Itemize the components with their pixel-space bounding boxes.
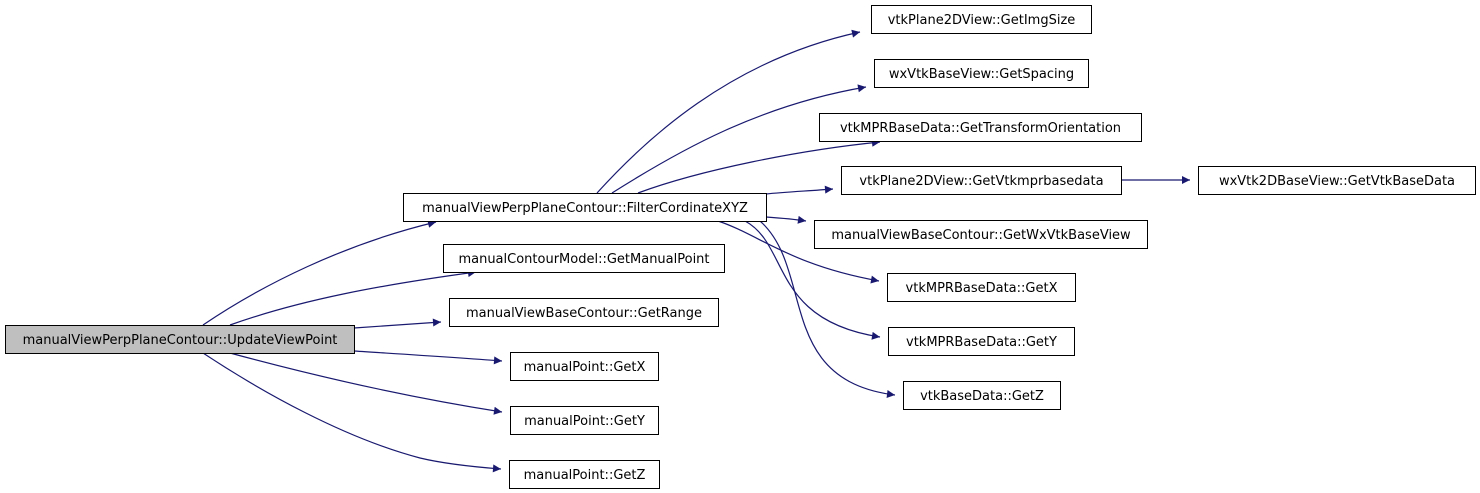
graph-node[interactable]: manualPoint::GetX — [510, 352, 659, 381]
graph-node[interactable]: vtkMPRBaseData::GetX — [887, 273, 1076, 302]
graph-node[interactable]: manualPoint::GetY — [510, 406, 659, 435]
node-box[interactable] — [874, 59, 1089, 88]
nodes-layer: manualViewPerpPlaneContour::UpdateViewPo… — [5, 5, 1476, 489]
graph-node[interactable]: vtkPlane2DView::GetVtkmprbasedata — [841, 166, 1122, 195]
edge-n1-n8 — [611, 84, 867, 194]
node-label: vtkBaseData::GetZ — [920, 389, 1044, 404]
node-label: vtkMPRBaseData::GetTransformOrientation — [840, 121, 1121, 136]
graph-node[interactable]: vtkBaseData::GetZ — [903, 381, 1061, 410]
graph-node[interactable]: vtkMPRBaseData::GetY — [888, 327, 1075, 356]
node-label: manualViewPerpPlaneContour::FilterCordin… — [422, 201, 748, 216]
node-label: manualPoint::GetX — [524, 360, 646, 375]
node-label: wxVtk2DBaseView::GetVtkBaseData — [1219, 174, 1455, 189]
edge-n0-n5 — [229, 352, 503, 415]
node-box[interactable] — [841, 166, 1122, 195]
node-label: vtkPlane2DView::GetImgSize — [888, 13, 1076, 28]
node-label: manualContourModel::GetManualPoint — [458, 252, 709, 267]
graph-node[interactable]: manualViewBaseContour::GetWxVtkBaseView — [814, 220, 1148, 249]
node-box[interactable] — [403, 193, 767, 222]
node-label: wxVtkBaseView::GetSpacing — [889, 67, 1074, 82]
edge-n0-n2 — [229, 269, 477, 326]
edge-n0-n4 — [353, 350, 503, 365]
node-label: vtkPlane2DView::GetVtkmprbasedata — [859, 174, 1103, 189]
graph-node[interactable]: vtkPlane2DView::GetImgSize — [871, 5, 1092, 34]
edge-n1-n7 — [596, 29, 861, 194]
edge-n1-n14 — [759, 220, 896, 398]
graph-node[interactable]: manualViewPerpPlaneContour::FilterCordin… — [403, 193, 767, 222]
edge-n1-n11 — [765, 215, 807, 224]
edge-n0-n6 — [202, 352, 502, 473]
node-box[interactable] — [509, 460, 660, 489]
node-label: manualViewBaseContour::GetWxVtkBaseView — [831, 228, 1131, 243]
node-box[interactable] — [510, 352, 659, 381]
node-label: manualViewBaseContour::GetRange — [466, 306, 702, 321]
graph-node[interactable]: wxVtk2DBaseView::GetVtkBaseData — [1198, 166, 1476, 195]
edge-n0-n1 — [202, 219, 437, 326]
edge-n1-n10 — [765, 185, 834, 195]
edge-n1-n9 — [637, 138, 881, 194]
node-box[interactable] — [510, 406, 659, 435]
node-box[interactable] — [449, 298, 719, 327]
graph-node[interactable]: wxVtkBaseView::GetSpacing — [874, 59, 1089, 88]
node-box[interactable] — [819, 113, 1142, 142]
graph-node[interactable]: manualContourModel::GetManualPoint — [443, 244, 725, 273]
node-box[interactable] — [887, 273, 1076, 302]
node-box[interactable] — [814, 220, 1148, 249]
node-box[interactable] — [443, 244, 725, 273]
node-box[interactable] — [871, 5, 1092, 34]
node-label: vtkMPRBaseData::GetY — [906, 335, 1057, 350]
edge-n0-n3 — [353, 318, 442, 329]
edge-n1-n13 — [744, 220, 881, 340]
graph-node[interactable]: manualPoint::GetZ — [509, 460, 660, 489]
edges-layer — [202, 29, 1190, 473]
node-label: manualPoint::GetY — [524, 414, 645, 429]
node-label: vtkMPRBaseData::GetX — [906, 281, 1058, 296]
node-box[interactable] — [1198, 166, 1476, 195]
node-box[interactable] — [903, 381, 1061, 410]
root-node-box[interactable] — [5, 325, 355, 354]
node-label: manualPoint::GetZ — [524, 468, 646, 483]
graph-node[interactable]: vtkMPRBaseData::GetTransformOrientation — [819, 113, 1142, 142]
node-label: manualViewPerpPlaneContour::UpdateViewPo… — [23, 333, 338, 348]
graph-node[interactable]: manualViewPerpPlaneContour::UpdateViewPo… — [5, 325, 355, 354]
node-box[interactable] — [888, 327, 1075, 356]
graph-node[interactable]: manualViewBaseContour::GetRange — [449, 298, 719, 327]
